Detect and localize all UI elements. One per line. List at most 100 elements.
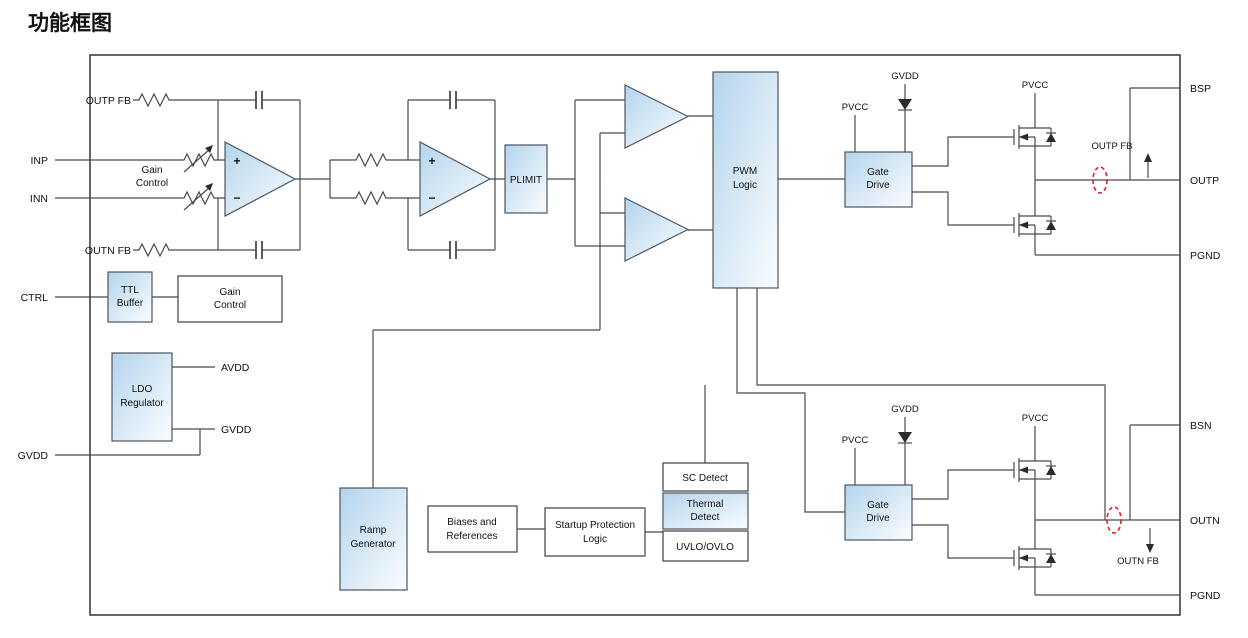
capacitor-icon — [255, 90, 263, 110]
outn-tap-marker — [1106, 506, 1122, 534]
page-title: 功能框图 — [28, 11, 112, 35]
thermal-label-1: Thermal — [687, 499, 724, 510]
gain-box-label-2: Control — [214, 300, 246, 311]
gvdd-bot-label: GVDD — [891, 404, 919, 415]
biases-block — [427, 505, 518, 553]
gate-drive-top-1: Gate — [867, 167, 889, 178]
opamp2-plus: + — [428, 154, 435, 168]
mosfet-icon — [998, 545, 1036, 571]
ldo-section: LDO Regulator AVDD GVDD — [55, 352, 252, 456]
bootstrap-diode-icon — [897, 98, 913, 111]
ramp-label-1: Ramp — [360, 525, 387, 536]
variable-resistor-icon — [179, 144, 217, 173]
opamp-triangle — [224, 141, 297, 217]
pin-bsp: BSP — [1190, 83, 1211, 95]
gain-control-block — [177, 275, 283, 323]
comparator-triangle — [624, 84, 690, 149]
biases-label-1: Biases and — [447, 517, 496, 528]
ldo-block — [111, 352, 173, 442]
resistor-icon — [351, 191, 389, 205]
outn-fb-tap-label: OUTN FB — [1117, 556, 1159, 567]
sc-detect-label: SC Detect — [682, 473, 728, 484]
outp-fb-tap-label: OUTP FB — [1092, 141, 1133, 152]
startup-label-2: Logic — [583, 534, 607, 545]
input-gain-label-1: Gain — [141, 165, 162, 176]
gate-drive-bot-2: Drive — [866, 513, 890, 524]
support-chain: Ramp Generator Biases and References Sta… — [339, 462, 749, 591]
input-feedback-network: Gain Control + − + − — [55, 90, 505, 260]
down-arrow-icon — [1146, 544, 1154, 553]
pin-bsn: BSN — [1190, 420, 1212, 432]
body-diode-icon — [1045, 460, 1057, 480]
pin-gvdd: GVDD — [18, 450, 49, 462]
bottom-output-stage: Gate Drive GVDD PVCC PVCC OUTN FB — [842, 404, 1180, 596]
gate-drive-top-2: Drive — [866, 180, 890, 191]
capacitor-icon — [255, 240, 263, 260]
plimit-block: PLIMIT — [504, 144, 548, 214]
pin-outp: OUTP — [1190, 175, 1219, 187]
pin-inn: INN — [30, 193, 48, 205]
pin-outn: OUTN — [1190, 515, 1220, 527]
uvlo-ovlo-block — [662, 530, 749, 562]
resistor-icon — [351, 153, 389, 167]
ttl-label-2: Buffer — [117, 298, 144, 309]
opamp2-minus: − — [428, 191, 435, 205]
pin-outp-fb: OUTP FB — [86, 95, 131, 107]
pvcc-bot-right-label: PVCC — [1022, 413, 1049, 424]
startup-protection-block — [544, 507, 646, 557]
plimit-label: PLIMIT — [510, 175, 542, 186]
thermal-detect-block — [662, 492, 749, 530]
gate-drive-top-block — [844, 151, 913, 208]
pvcc-top-right-label: PVCC — [1022, 80, 1049, 91]
opamp1-plus: + — [233, 154, 240, 168]
gate-drive-bot-1: Gate — [867, 500, 889, 511]
outp-tap-marker — [1092, 166, 1108, 194]
ramp-label-2: Generator — [350, 539, 396, 550]
left-pin-labels: OUTP FB INP INN OUTN FB CTRL GVDD — [18, 95, 131, 462]
ramp-generator-block — [339, 487, 408, 591]
pvcc-bot-left-label: PVCC — [842, 435, 869, 446]
opamp1-minus: − — [233, 191, 240, 205]
pin-inp: INP — [30, 155, 48, 167]
ttl-label-1: TTL — [121, 285, 139, 296]
pin-pgnd-bot: PGND — [1190, 590, 1221, 602]
gvdd-top-label: GVDD — [891, 71, 919, 82]
mosfet-icon — [998, 212, 1036, 238]
opamp-triangle — [419, 141, 492, 217]
pwm-label-2: Logic — [733, 180, 757, 191]
ctrl-path: TTL Buffer Gain Control — [55, 271, 283, 323]
pin-outn-fb: OUTN FB — [85, 245, 131, 257]
mosfet-icon — [998, 457, 1036, 483]
thermal-label-2: Detect — [691, 512, 720, 523]
avdd-label: AVDD — [221, 362, 250, 374]
body-diode-icon — [1045, 215, 1057, 235]
uvlo-label: UVLO/OVLO — [676, 542, 734, 553]
gate-drive-bot-block — [844, 484, 913, 541]
ttl-buffer-block — [107, 271, 153, 323]
gain-box-label-1: Gain — [219, 287, 240, 298]
up-arrow-icon — [1144, 153, 1152, 162]
capacitor-icon — [449, 240, 457, 260]
pin-pgnd-top: PGND — [1190, 250, 1221, 262]
body-diode-icon — [1045, 127, 1057, 147]
top-output-stage: Gate Drive GVDD PVCC PVCC OUTP FB — [842, 71, 1180, 256]
comparator-triangle — [624, 197, 690, 262]
body-diode-icon — [1045, 548, 1057, 568]
bootstrap-diode-icon — [897, 431, 913, 444]
right-pin-labels: BSP OUTP PGND BSN OUTN PGND — [1190, 83, 1221, 602]
input-gain-label-2: Control — [136, 178, 168, 189]
pin-ctrl: CTRL — [21, 292, 49, 304]
capacitor-icon — [449, 90, 457, 110]
startup-label-1: Startup Protection — [555, 520, 635, 531]
pwm-label-1: PWM — [733, 166, 757, 177]
ldo-label-1: LDO — [132, 384, 153, 395]
comparator-stage — [372, 84, 713, 488]
resistor-icon — [134, 93, 172, 107]
biases-label-2: References — [446, 531, 497, 542]
variable-resistor-icon — [179, 182, 217, 211]
mosfet-icon — [998, 124, 1036, 150]
chip-boundary — [89, 54, 1181, 616]
ldo-label-2: Regulator — [120, 398, 164, 409]
